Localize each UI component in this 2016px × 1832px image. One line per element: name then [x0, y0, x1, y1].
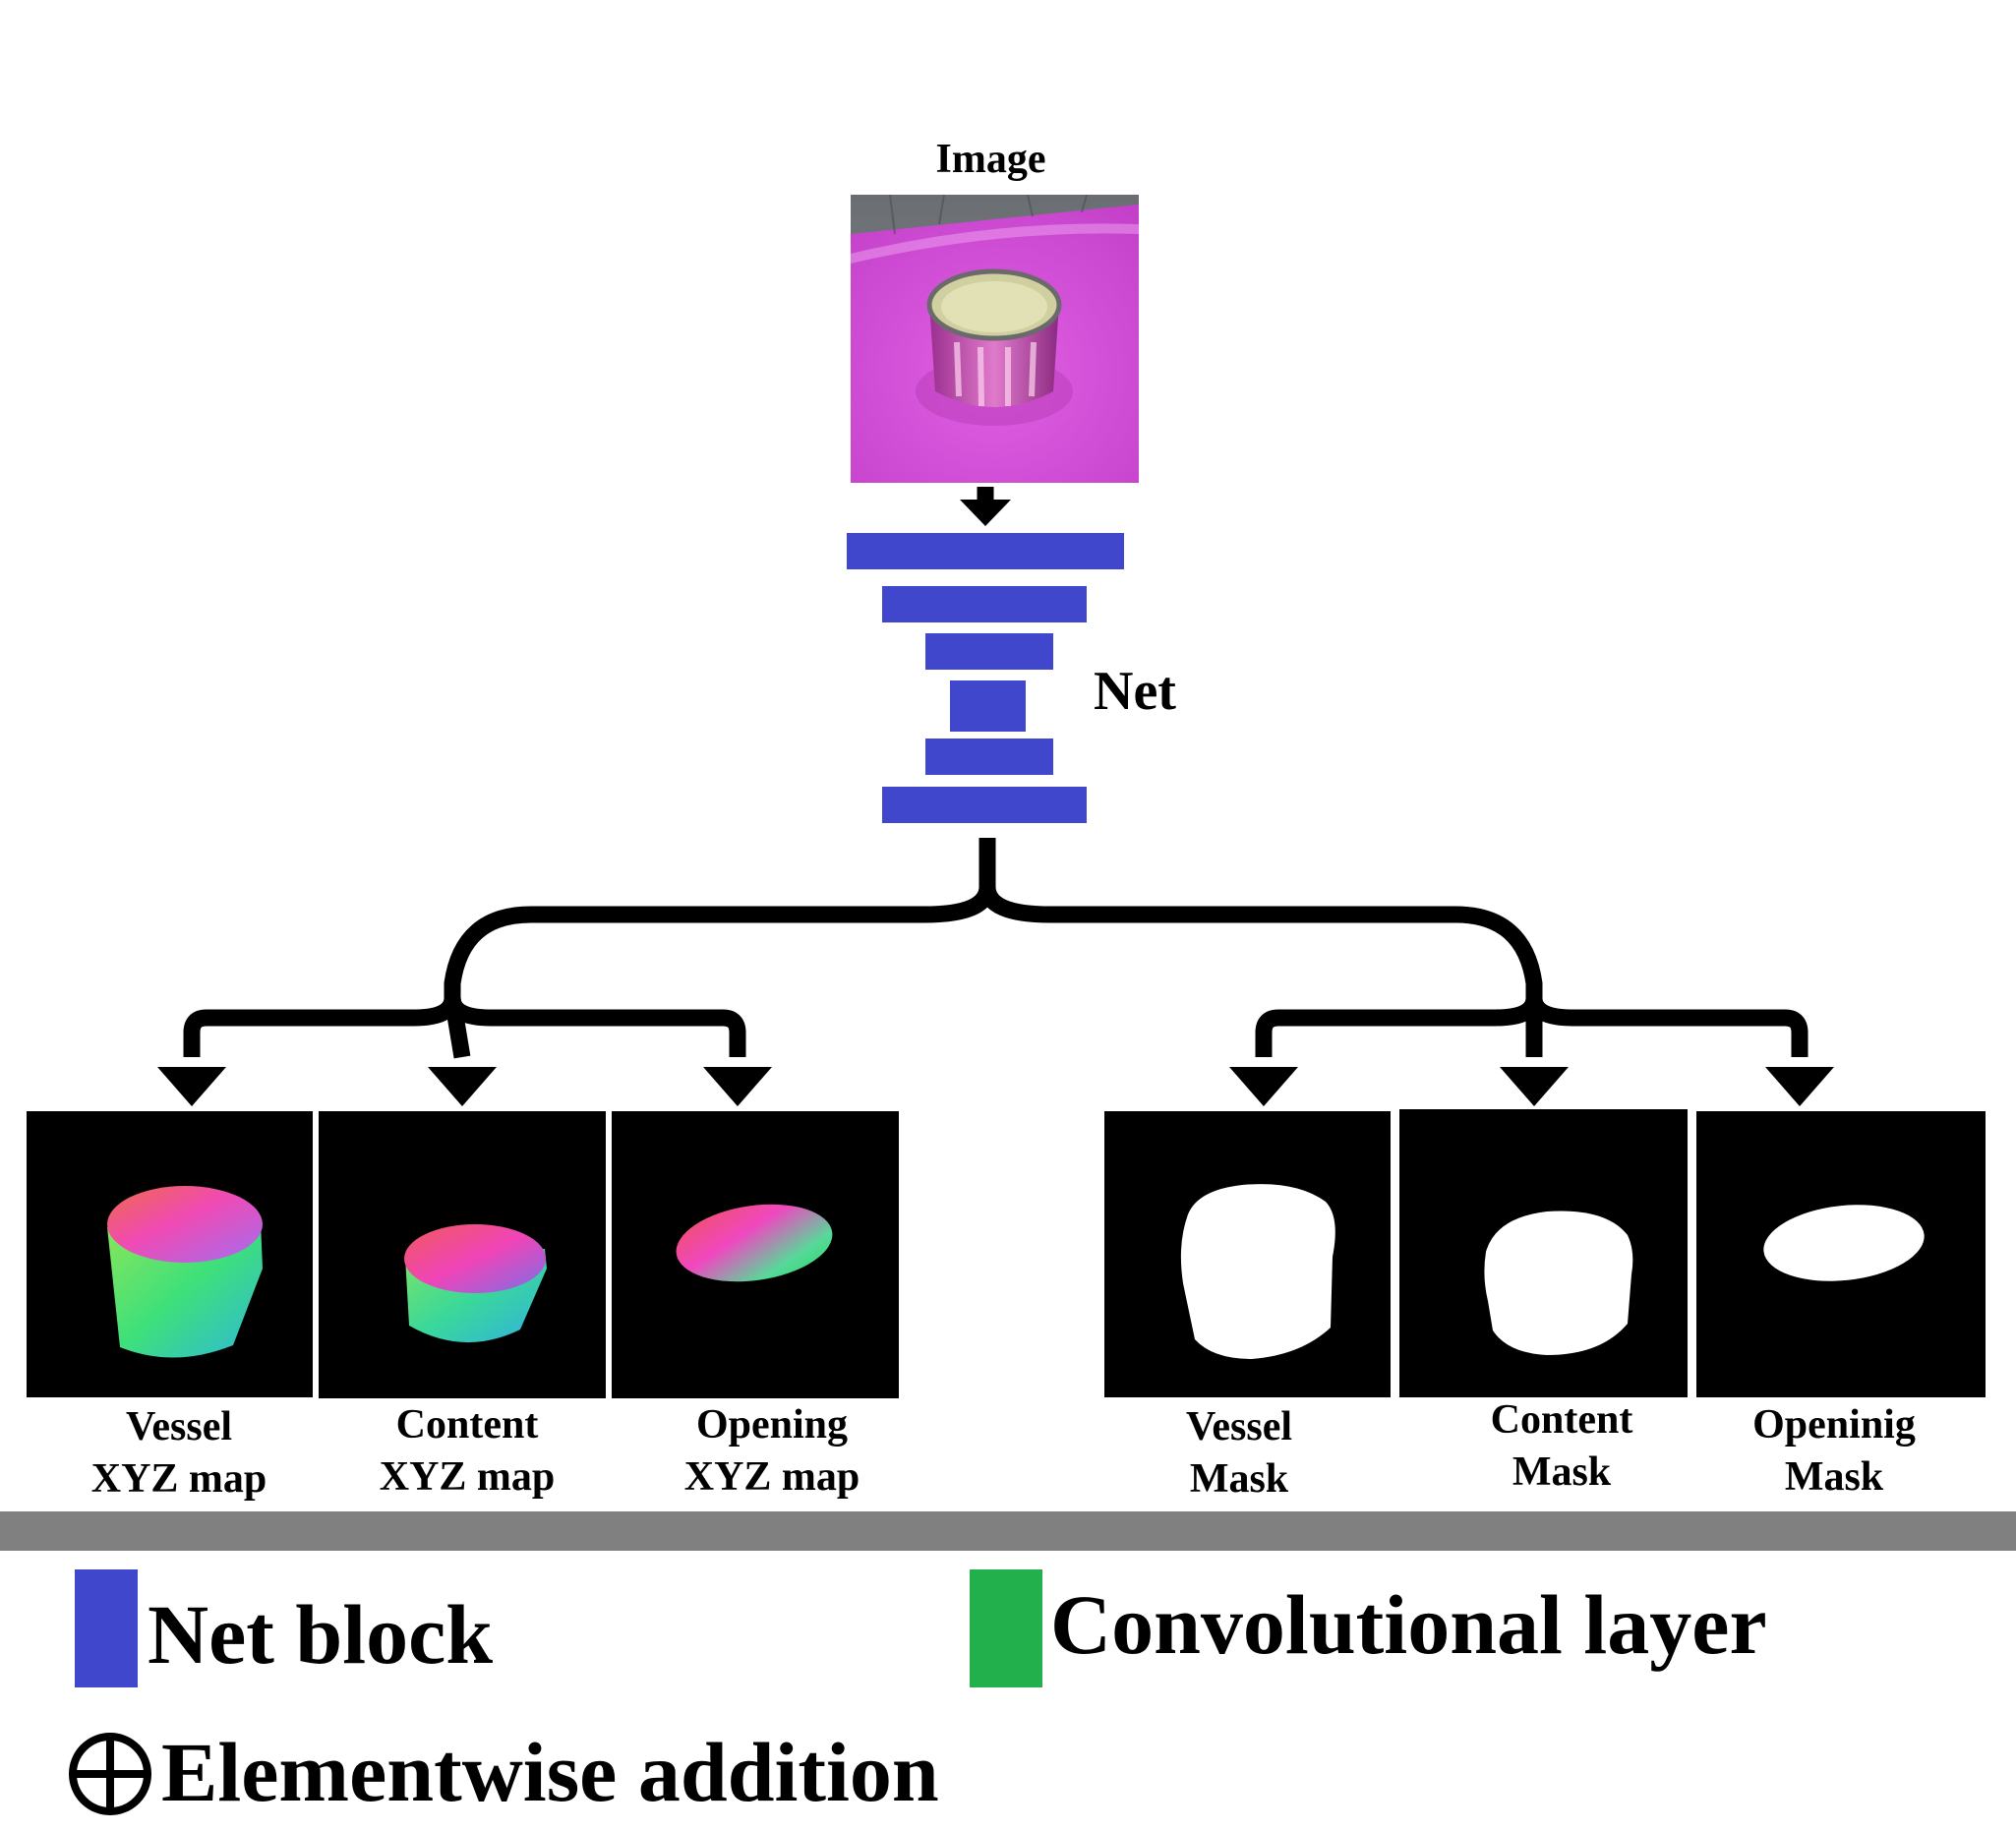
output-label-line1: Content: [1490, 1397, 1633, 1443]
net-label: Net: [1094, 661, 1176, 722]
legend-conv-layer-swatch: [970, 1569, 1042, 1687]
output-label-opening-xyz: Opening XYZ map: [659, 1399, 885, 1503]
output-label-line2: XYZ map: [683, 1453, 860, 1500]
legend-conv-layer-label: Convolutional layer: [1050, 1577, 1767, 1672]
net-block-1: [847, 533, 1124, 569]
opening-mask-panel: [1696, 1111, 1986, 1397]
legend-divider: [0, 1511, 2016, 1551]
output-label-line1: Content: [395, 1402, 539, 1448]
vessel-xyz-render: [107, 1186, 263, 1358]
output-label-vessel-xyz: Vessel XYZ map: [66, 1401, 292, 1505]
net-block-3: [925, 633, 1053, 670]
net-block-4: [950, 680, 1026, 732]
legend-addition-label: Elementwise addition: [161, 1725, 939, 1819]
output-label-content-xyz: Content XYZ map: [354, 1399, 580, 1503]
output-label-line2: Mask: [1512, 1448, 1612, 1495]
net-block-2: [882, 586, 1087, 622]
net-block-6: [882, 787, 1087, 823]
output-label-line2: XYZ map: [379, 1453, 556, 1500]
output-label-opening-mask: Openinig Mask: [1721, 1399, 1947, 1503]
output-label-line1: Openinig: [1752, 1402, 1916, 1448]
vessel-mask-panel: [1104, 1111, 1391, 1397]
input-image-title: Image: [935, 137, 1046, 182]
output-label-line2: XYZ map: [90, 1455, 267, 1502]
output-label-vessel-mask: Vessel Mask: [1131, 1401, 1347, 1505]
opening-xyz-render: [676, 1204, 833, 1282]
content-xyz-panel: [319, 1111, 606, 1398]
output-label-line2: Mask: [1784, 1453, 1884, 1500]
input-photo: [851, 195, 1139, 483]
content-xyz-render: [404, 1224, 547, 1343]
output-label-content-mask: Content Mask: [1453, 1394, 1670, 1498]
opening-mask-render: [1763, 1205, 1925, 1281]
output-label-line1: Opening: [695, 1402, 849, 1448]
content-mask-render: [1484, 1211, 1633, 1355]
output-label-line1: Vessel: [125, 1404, 233, 1449]
legend-net-block-swatch: [75, 1569, 138, 1687]
opening-xyz-panel: [612, 1111, 899, 1398]
vessel-mask-render: [1180, 1184, 1335, 1359]
circled-plus-icon: [69, 1733, 151, 1815]
output-label-line1: Vessel: [1185, 1404, 1293, 1449]
net-block-5: [925, 739, 1053, 775]
content-mask-panel: [1399, 1109, 1688, 1397]
legend-net-block-label: Net block: [148, 1587, 494, 1682]
vessel-xyz-panel: [27, 1111, 313, 1397]
output-label-line2: Mask: [1189, 1455, 1289, 1502]
